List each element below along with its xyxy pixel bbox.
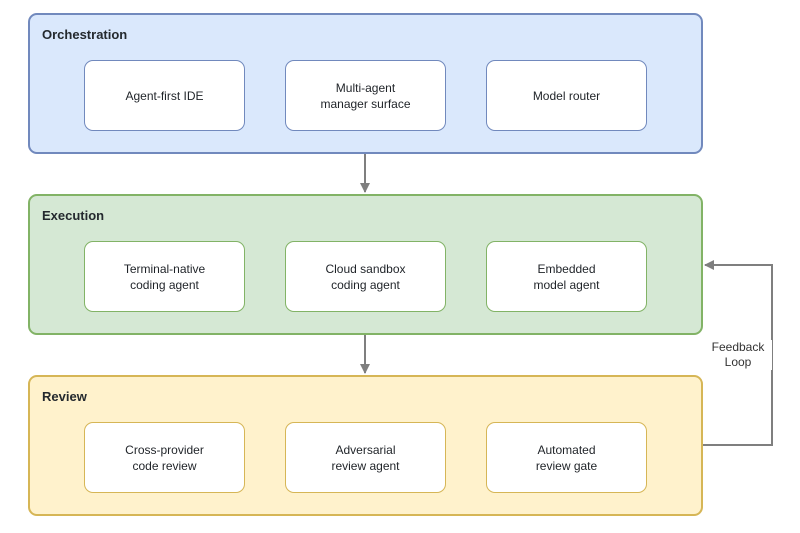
cross-provider-code-review-node: Cross-provider code review xyxy=(84,422,245,493)
feedback-loop-label: Feedback Loop xyxy=(704,340,772,370)
review-layer-title: Review xyxy=(42,389,87,404)
agent-first-ide-node: Agent-first IDE xyxy=(84,60,245,131)
terminal-native-coding-agent-node: Terminal-native coding agent xyxy=(84,241,245,312)
model-router-node: Model router xyxy=(486,60,647,131)
embedded-model-agent-node: Embedded model agent xyxy=(486,241,647,312)
feedback-loop-arrow xyxy=(703,260,773,446)
orchestration-layer: Orchestration Agent-first IDE Multi-agen… xyxy=(28,13,703,154)
cloud-sandbox-coding-agent-node: Cloud sandbox coding agent xyxy=(285,241,446,312)
orchestration-layer-title: Orchestration xyxy=(42,27,128,42)
execution-layer-title: Execution xyxy=(42,208,105,223)
execution-layer: Execution Terminal-native coding agent C… xyxy=(28,194,703,335)
multi-agent-manager-surface-node: Multi-agent manager surface xyxy=(285,60,446,131)
automated-review-gate-node: Automated review gate xyxy=(486,422,647,493)
adversarial-review-agent-node: Adversarial review agent xyxy=(285,422,446,493)
review-layer: Review Cross-provider code review Advers… xyxy=(28,375,703,516)
